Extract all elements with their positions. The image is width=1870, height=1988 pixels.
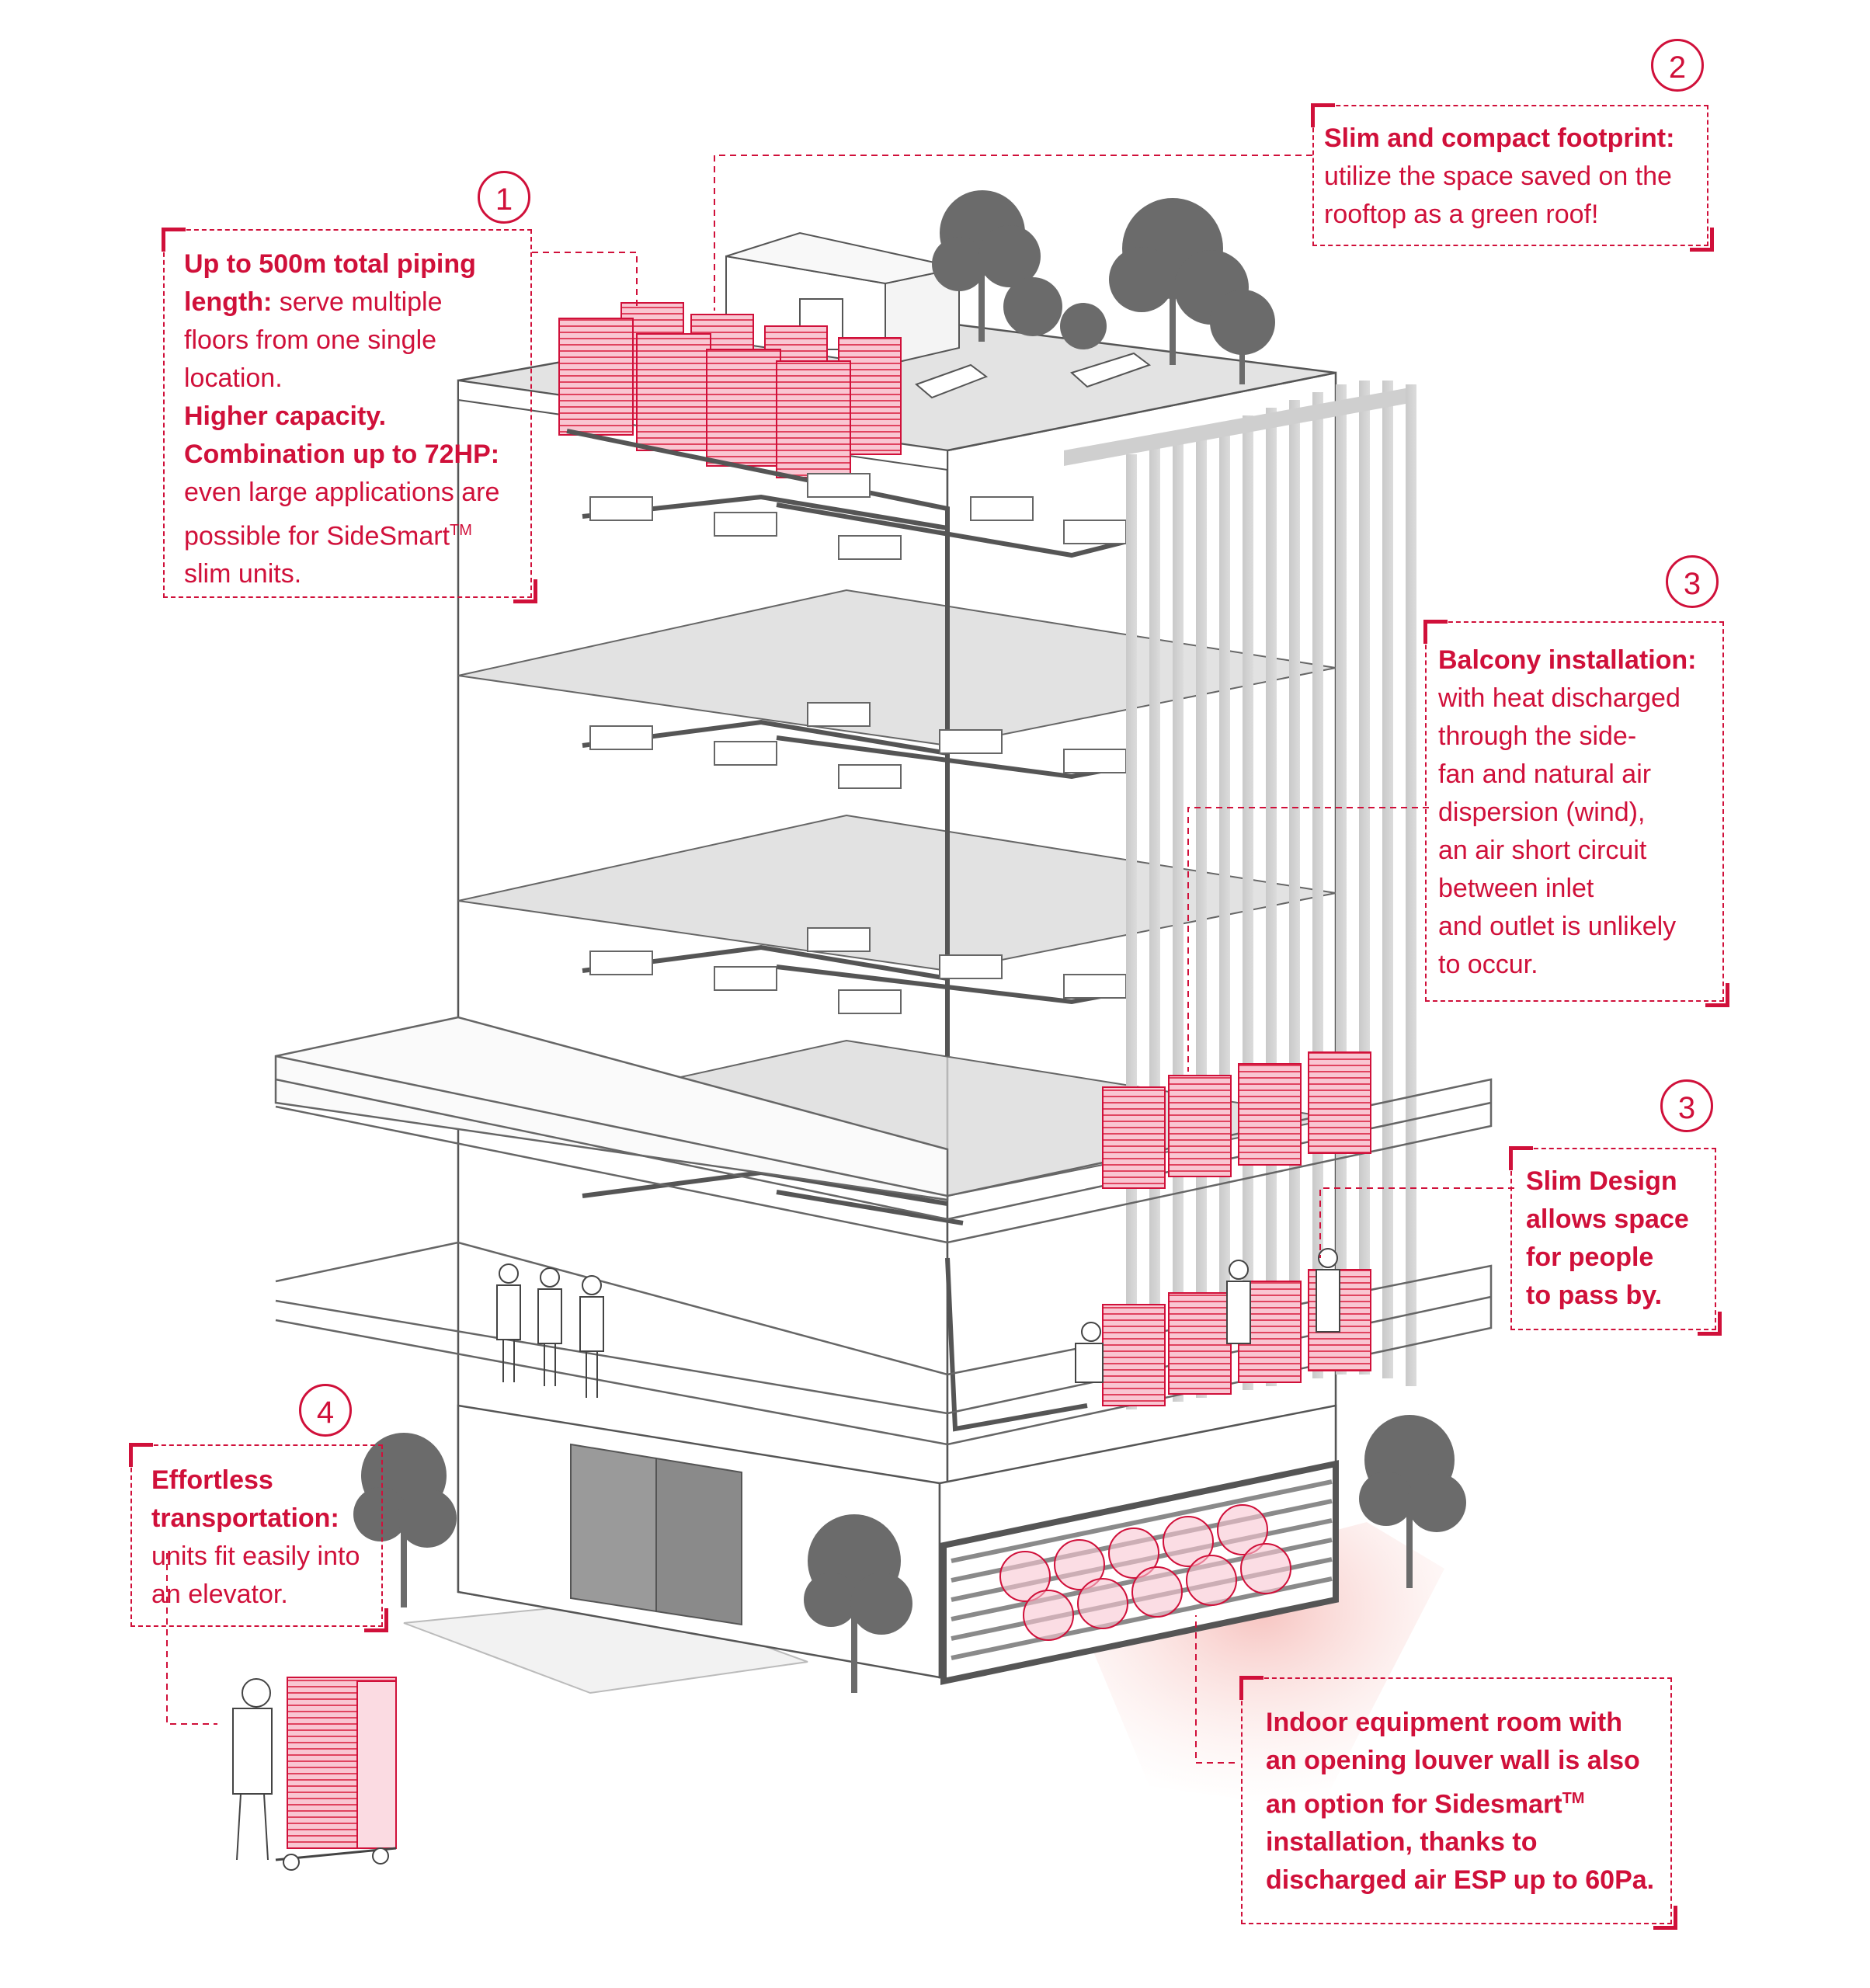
rooftop-outdoor-units — [558, 302, 902, 478]
c5-line2: an opening louver wall is also — [1266, 1746, 1640, 1775]
c1-line7: even large applications are — [184, 478, 500, 507]
callout-5-corner-tl — [1239, 1676, 1263, 1700]
c5-line3-sup: TM — [1562, 1790, 1585, 1807]
callout-3a-text: Balcony installation: with heat discharg… — [1438, 641, 1718, 984]
c3a-line6: an air short circuit — [1438, 836, 1647, 865]
callout-2-corner-tl — [1311, 103, 1335, 127]
c3a-line2: with heat discharged — [1438, 683, 1681, 713]
callout-2-box — [1312, 105, 1708, 246]
c5-line5: discharged air ESP up to 60Pa. — [1266, 1865, 1655, 1896]
c2-line3: rooftop as a green roof! — [1324, 200, 1599, 229]
workers — [1075, 1248, 1340, 1383]
callout-3b-corner-br — [1698, 1312, 1722, 1336]
c3b-line4: to pass by. — [1526, 1281, 1663, 1310]
c1-line4: location. — [184, 363, 283, 393]
callout-1-number: 1 — [478, 171, 530, 224]
c4-line1: Effortless — [151, 1465, 273, 1495]
c4-line4: an elevator. — [151, 1580, 288, 1609]
c1-line6: Combination up to 72HP: — [184, 440, 500, 469]
callout-5-text: Indoor equipment room with an opening lo… — [1266, 1704, 1666, 1899]
c3a-line4: fan and natural air — [1438, 759, 1652, 789]
roof-beam — [1064, 388, 1406, 466]
callout-3b-text: Slim Design allows space for people to p… — [1526, 1163, 1712, 1315]
c3a-line7: between inlet — [1438, 874, 1594, 903]
callout-4-corner-br — [364, 1608, 388, 1632]
callout-3a-number: 3 — [1666, 555, 1719, 608]
callout-3a-box — [1425, 621, 1724, 1002]
people-group — [496, 1263, 604, 1398]
c1-line2: serve multiple — [272, 287, 443, 317]
c1-line3: floors from one single — [184, 325, 437, 355]
callout-4-corner-tl — [129, 1443, 153, 1467]
callout-3b-number: 3 — [1660, 1079, 1713, 1132]
louver-room-units — [999, 1504, 1291, 1641]
callout-1-corner-br — [513, 579, 537, 603]
ground-trees — [353, 1415, 1466, 1693]
c3b-line2: allows space — [1526, 1204, 1689, 1234]
elevator-door-right — [655, 1457, 742, 1626]
callout-4-number: 4 — [299, 1384, 352, 1437]
callout-3a-corner-tl — [1423, 620, 1448, 644]
c2-line2: utilize the space saved on the — [1324, 162, 1672, 191]
callout-1-box — [163, 229, 532, 598]
callout-3b-corner-tl — [1509, 1146, 1533, 1170]
leader-lines — [166, 155, 1514, 1764]
c5-line3: an option for Sidesmart — [1266, 1789, 1562, 1819]
callout-4-box — [130, 1444, 383, 1627]
callout-3a-corner-br — [1705, 983, 1729, 1007]
c5-line4: installation, thanks to — [1266, 1827, 1538, 1858]
c3a-line3: through the side- — [1438, 721, 1637, 751]
c1-line8: possible for SideSmart — [184, 521, 450, 551]
c3a-line1: Balcony installation: — [1438, 645, 1697, 675]
balcony-upper — [274, 1016, 1493, 1244]
rooftop-benches — [915, 352, 1152, 399]
c1-line9: slim units. — [184, 559, 302, 589]
c2-line1: Slim and compact footprint: — [1324, 123, 1675, 153]
c4-line2: transportation: — [151, 1503, 339, 1533]
c5-line1: Indoor equipment room with — [1266, 1708, 1622, 1737]
c4-line3: units fit easily into — [151, 1541, 360, 1571]
transport-scene — [232, 1677, 397, 1871]
elevator-door-left — [570, 1443, 657, 1613]
callout-2-corner-br — [1690, 228, 1714, 252]
callout-2-number: 2 — [1651, 39, 1704, 92]
callout-3b-box — [1510, 1148, 1716, 1330]
c1-line2-bold: length: — [184, 287, 273, 317]
callout-4-text: Effortless transportation: units fit eas… — [151, 1461, 377, 1614]
c3b-line1: Slim Design — [1526, 1166, 1677, 1196]
balcony-units-upper — [1102, 1051, 1371, 1189]
callout-1-corner-tl — [162, 228, 186, 252]
callout-5-corner-br — [1653, 1906, 1677, 1930]
callout-1-text: Up to 500m total piping length: serve mu… — [184, 245, 526, 593]
c3b-line3: for people — [1526, 1242, 1654, 1272]
c3a-line9: to occur. — [1438, 950, 1538, 979]
callout-2-text: Slim and compact footprint: utilize the … — [1324, 120, 1705, 234]
c1-line8-sup: TM — [450, 522, 472, 539]
c3a-line8: and outlet is unlikely — [1438, 912, 1677, 941]
indoor-units — [589, 473, 1127, 1014]
rooftop-trees — [932, 190, 1275, 384]
callout-5-box — [1241, 1677, 1672, 1924]
c1-line1: Up to 500m total piping — [184, 249, 476, 279]
c3a-line5: dispersion (wind), — [1438, 798, 1646, 827]
c1-line5: Higher capacity. — [184, 401, 387, 431]
